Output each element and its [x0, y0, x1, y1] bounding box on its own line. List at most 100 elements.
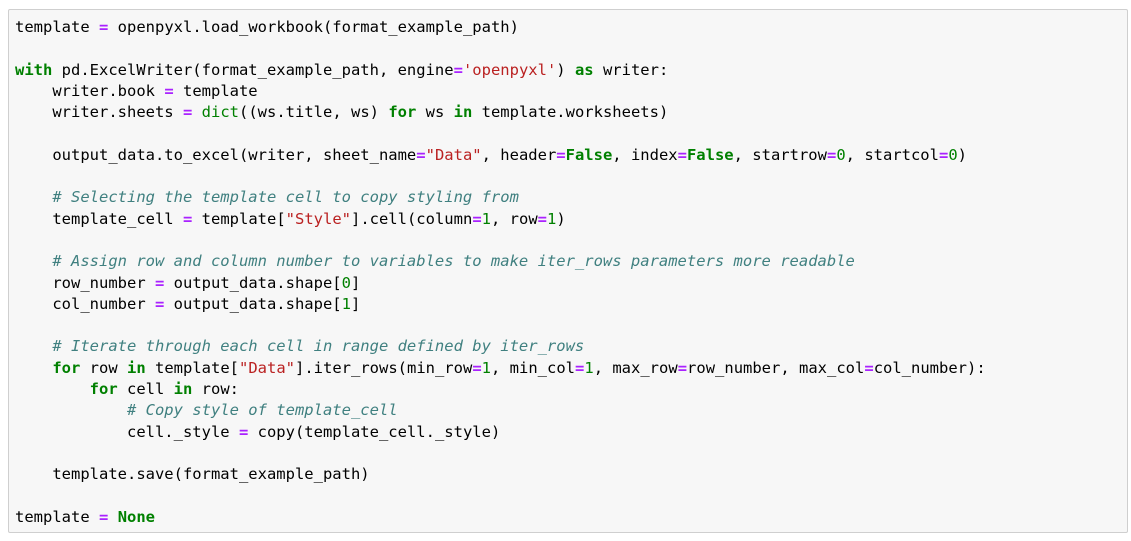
- code-token-string: "Data": [425, 145, 482, 164]
- code-line: [15, 230, 986, 251]
- code-line: [15, 443, 986, 464]
- code-token-identifier: template: [15, 507, 99, 526]
- code-token-keyword: in: [127, 358, 146, 377]
- code-line: [15, 38, 986, 59]
- code-line: writer.book = template: [15, 81, 986, 102]
- code-token-operator: =: [677, 145, 687, 164]
- code-token-operator: =: [556, 145, 566, 164]
- code-token-identifier: [15, 337, 52, 355]
- code-token-identifier: writer:: [593, 60, 669, 79]
- code-line: [15, 123, 986, 144]
- code-line: output_data.to_excel(writer, sheet_name =…: [15, 145, 986, 166]
- code-token-identifier: template_cell: [15, 209, 183, 228]
- code-token-operator: =: [938, 145, 949, 164]
- code-token-keyword: in: [173, 380, 193, 399]
- code-token-keyword: in: [453, 103, 473, 122]
- code-token-string: "Style": [285, 209, 351, 228]
- code-token-operator: =: [182, 103, 193, 122]
- code-token-keyword: for: [388, 103, 417, 122]
- code-line: [15, 166, 986, 187]
- code-token-number: 1: [584, 358, 594, 377]
- code-token-identifier: copy(template_cell._style): [248, 422, 501, 441]
- code-token-identifier: col_number: [15, 294, 155, 313]
- code-token-number: 0: [836, 145, 846, 164]
- code-token-keyword: for: [52, 358, 81, 377]
- code-token-operator: =: [164, 81, 174, 100]
- code-token-identifier: output_data.to_excel(writer, sheet_name: [15, 145, 417, 164]
- code-token-keyword: False: [686, 145, 734, 164]
- code-token-identifier: [15, 188, 52, 206]
- code-token-number: 0: [948, 145, 958, 164]
- code-token-operator: =: [99, 507, 109, 526]
- code-token-identifier: output_data.shape[: [164, 273, 342, 292]
- code-token-identifier: cell: [117, 380, 174, 399]
- code-token-number: 1: [341, 294, 351, 313]
- code-editor[interactable]: template = openpyxl.load_workbook(format…: [15, 17, 986, 528]
- code-line: template.save(format_example_path): [15, 464, 986, 485]
- code-token-identifier: [15, 401, 127, 419]
- code-line: template = None: [15, 507, 986, 528]
- code-token-identifier: template[: [145, 358, 239, 377]
- code-token-operator: =: [826, 145, 837, 164]
- code-token-identifier: pd.ExcelWriter(format_example_path, engi…: [52, 60, 454, 79]
- code-token-identifier: [15, 252, 52, 270]
- code-line: for row in template["Data"].iter_rows(mi…: [15, 358, 986, 379]
- code-token-operator: =: [453, 60, 463, 79]
- code-token-identifier: ): [556, 209, 566, 228]
- code-token-identifier: template: [173, 81, 258, 100]
- code-line: cell._style = copy(template_cell._style): [15, 422, 986, 443]
- code-token-identifier: cell._style: [15, 422, 239, 441]
- code-line: template_cell = template["Style"].cell(c…: [15, 209, 986, 230]
- code-line: [15, 315, 986, 336]
- code-line: with pd.ExcelWriter(format_example_path,…: [15, 60, 986, 81]
- code-token-identifier: template[: [192, 209, 286, 228]
- code-token-identifier: ].cell(column: [350, 209, 473, 228]
- code-token-identifier: row_number: [15, 273, 155, 292]
- code-token-operator: =: [677, 358, 688, 377]
- code-token-operator: =: [537, 209, 548, 228]
- code-token-operator: =: [864, 358, 874, 377]
- code-token-keyword: with: [15, 60, 53, 79]
- code-token-identifier: col_number):: [873, 358, 986, 377]
- code-token-identifier: row:: [192, 380, 239, 399]
- code-line: # Copy style of template_cell: [15, 400, 986, 421]
- code-token-identifier: ((ws.title, ws): [239, 103, 389, 122]
- code-token-comment: # Copy style of template_cell: [126, 401, 398, 420]
- code-token-identifier: ): [957, 145, 968, 164]
- code-token-identifier: [108, 508, 117, 526]
- code-line: # Selecting the template cell to copy st…: [15, 187, 986, 208]
- code-token-operator: =: [575, 358, 585, 377]
- code-token-keyword: False: [565, 145, 613, 164]
- code-token-keyword: as: [574, 60, 594, 79]
- code-token-operator: =: [238, 422, 249, 441]
- code-token-identifier: , startrow: [733, 145, 827, 164]
- code-line: template = openpyxl.load_workbook(format…: [15, 17, 986, 38]
- code-token-comment: # Selecting the template cell to copy st…: [52, 188, 519, 207]
- code-token-comment: # Assign row and column number to variab…: [52, 252, 855, 271]
- code-token-identifier: [15, 380, 90, 398]
- code-token-string: 'openpyxl': [462, 60, 557, 79]
- code-token-identifier: ws: [416, 103, 454, 122]
- code-cell-input[interactable]: template = openpyxl.load_workbook(format…: [8, 9, 1128, 533]
- code-token-identifier: , row: [491, 209, 538, 228]
- code-token-identifier: ): [556, 60, 575, 79]
- code-token-keyword: for: [89, 380, 118, 399]
- code-token-number: 1: [481, 209, 491, 228]
- code-token-identifier: row: [80, 358, 127, 377]
- code-token-identifier: ]: [350, 273, 361, 292]
- code-token-identifier: output_data.shape[: [164, 294, 342, 313]
- code-token-builtin: dict: [201, 103, 239, 122]
- code-line: col_number = output_data.shape[1]: [15, 294, 986, 315]
- code-token-identifier: ]: [350, 294, 361, 313]
- code-token-identifier: writer.sheets: [15, 103, 183, 122]
- code-token-operator: =: [154, 294, 165, 313]
- code-line: writer.sheets = dict((ws.title, ws) for …: [15, 102, 986, 123]
- code-token-identifier: , min_col: [491, 358, 575, 377]
- code-token-comment: # Iterate through each cell in range def…: [52, 337, 585, 356]
- code-token-string: "Data": [239, 358, 295, 377]
- code-token-identifier: openpyxl.load_workbook(format_example_pa…: [108, 18, 519, 36]
- code-token-identifier: row_number, max_col: [687, 358, 865, 377]
- code-token-operator: =: [182, 209, 193, 228]
- code-token-identifier: , startcol: [845, 145, 939, 164]
- code-token-keyword: None: [117, 507, 156, 526]
